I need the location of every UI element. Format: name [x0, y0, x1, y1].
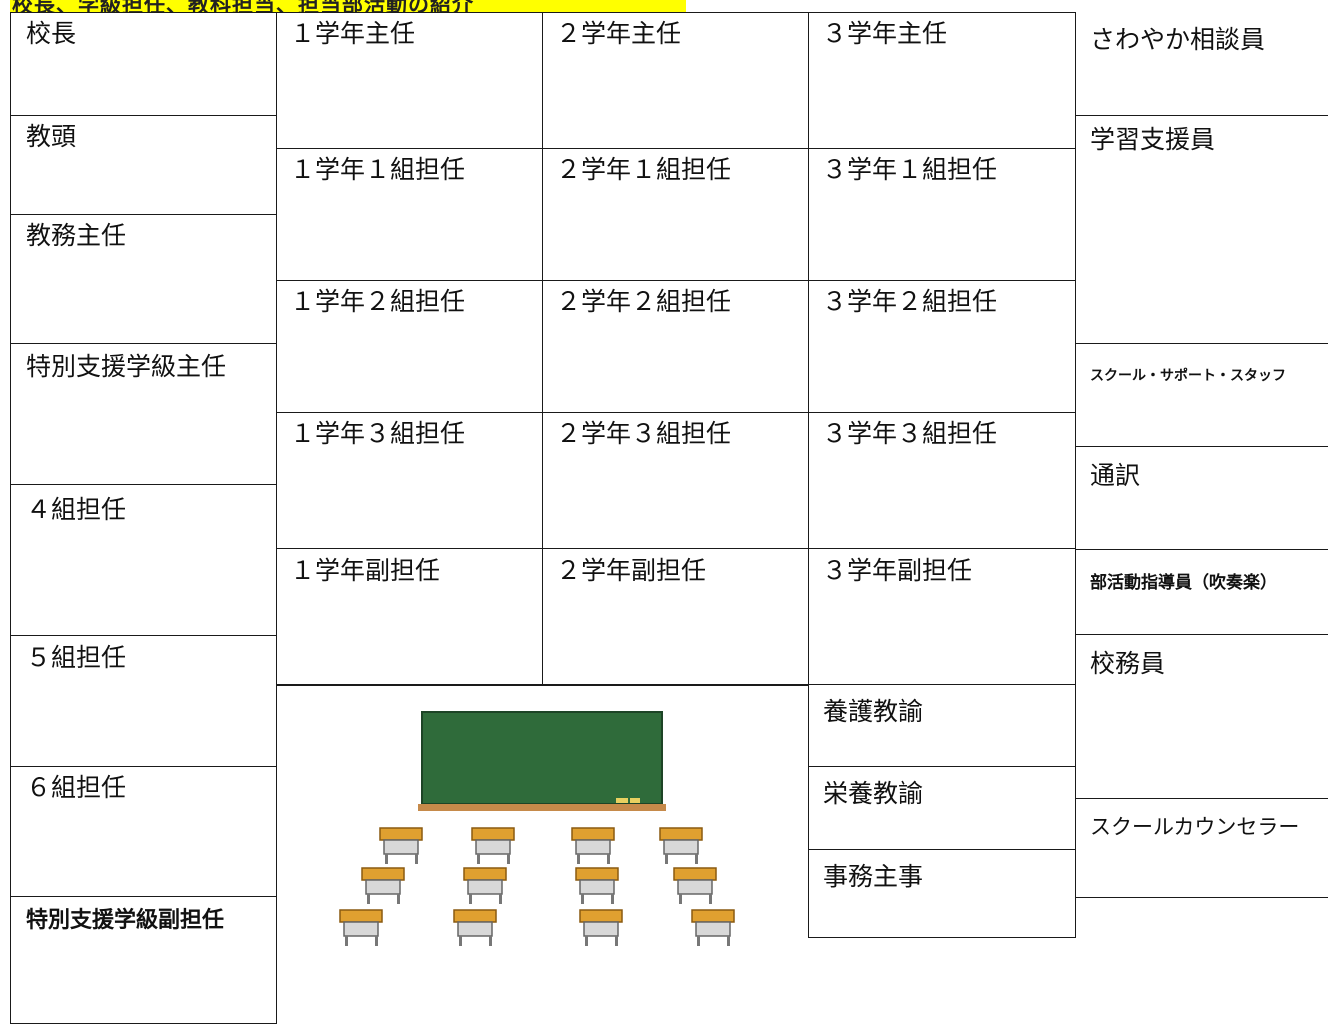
banner-text: 校長、学級担任、教科担当、担当部活動の紹介: [12, 0, 474, 12]
custodian-label: 校務員: [1090, 649, 1166, 678]
academic-affairs-label: 教務主任: [26, 221, 127, 250]
office-clerk-label: 事務主事: [823, 862, 924, 891]
grade1-head-label: １学年主任: [290, 19, 416, 48]
learning-support-label: 学習支援員: [1090, 125, 1216, 154]
school-nurse-label: 養護教諭: [823, 697, 924, 726]
grade2-class2-label: ２学年２組担任: [556, 287, 732, 316]
grade3-class3-label: ３学年３組担任: [822, 419, 998, 448]
grade2-head-label: ２学年主任: [556, 19, 682, 48]
nutrition-teacher-label: 栄養教諭: [823, 779, 924, 808]
grade3-class2-label: ３学年２組担任: [822, 287, 998, 316]
principal-label: 校長: [26, 19, 77, 48]
vice-principal-label: 教頭: [26, 122, 77, 151]
grade2-sub-label: ２学年副担任: [556, 556, 707, 585]
title-banner: 校長、学級担任、教科担当、担当部活動の紹介: [10, 0, 686, 12]
special-support-head-label: 特別支援学級主任: [26, 352, 227, 381]
grade1-class1-label: １学年１組担任: [290, 155, 466, 184]
club-instructor-label: 部活動指導員（吹奏楽）: [1090, 573, 1277, 593]
grade1-sub-label: １学年副担任: [290, 556, 441, 585]
class4-teacher-label: ４組担任: [26, 495, 127, 524]
school-support-staff-label: スクール・サポート・スタッフ: [1090, 368, 1286, 384]
grade2-class1-label: ２学年１組担任: [556, 155, 732, 184]
counselor-sawayaka-label: さわやか相談員: [1090, 25, 1266, 54]
special-support-sub-label: 特別支援学級副担任: [26, 908, 225, 933]
grade1-class3-label: １学年３組担任: [290, 419, 466, 448]
blackboard-icon: [421, 711, 663, 805]
grade1-class2-label: １学年２組担任: [290, 287, 466, 316]
school-counselor-label: スクールカウンセラー: [1090, 815, 1300, 839]
left-column: [10, 12, 277, 1024]
classroom-illustration: [339, 711, 735, 946]
grade2-class3-label: ２学年３組担任: [556, 419, 732, 448]
grade3-sub-label: ３学年副担任: [822, 556, 973, 585]
desk-rows-icon: [339, 827, 735, 946]
class5-teacher-label: ５組担任: [26, 643, 127, 672]
interpreter-label: 通訳: [1090, 461, 1141, 490]
grade3-head-label: ３学年主任: [822, 19, 948, 48]
grade-grid: [276, 12, 1076, 686]
grade3-class1-label: ３学年１組担任: [822, 155, 998, 184]
class6-teacher-label: ６組担任: [26, 773, 127, 802]
center-staff-box: [808, 684, 1076, 938]
